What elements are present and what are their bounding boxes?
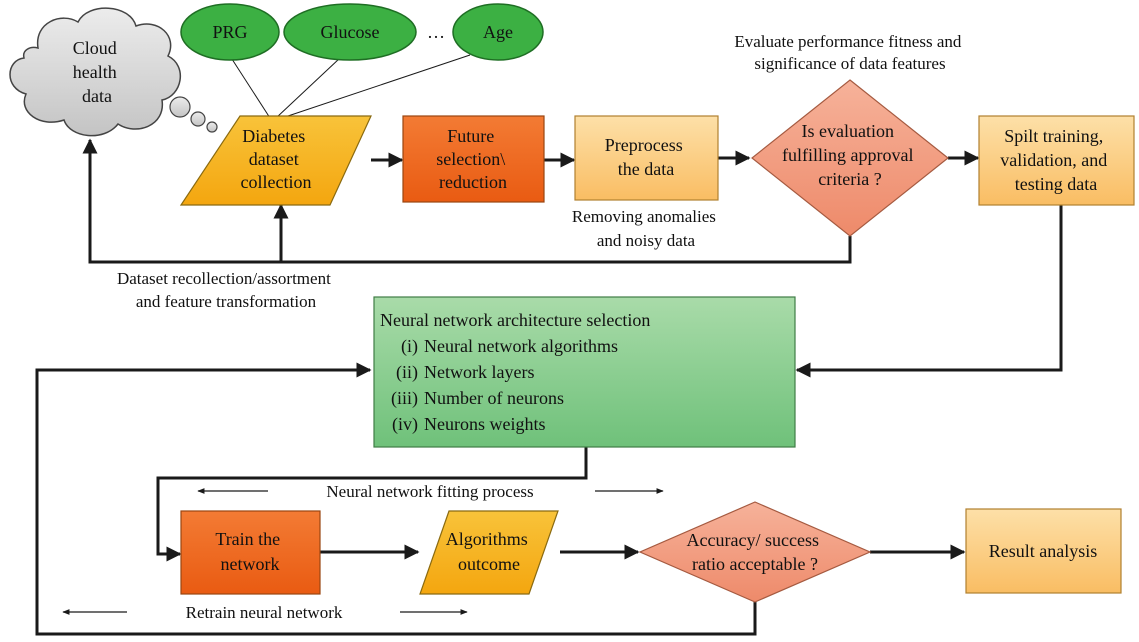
feature-age-label: Age bbox=[483, 22, 513, 42]
split-shape bbox=[978, 115, 1135, 206]
cloud-shape bbox=[9, 7, 182, 137]
nn-item-4-text: Neurons weights bbox=[424, 414, 545, 434]
node-train-network: Train the network bbox=[180, 510, 321, 595]
node-accuracy-decision: Accuracy/ success ratio acceptable ? bbox=[638, 501, 872, 603]
collection-label: Diabetes dataset collection bbox=[241, 126, 312, 192]
nn-item-3-text: Number of neurons bbox=[424, 388, 564, 408]
annotation-anomalies: Removing anomalies and noisy data bbox=[572, 207, 720, 250]
preprocess-shape bbox=[574, 115, 719, 201]
feature-link-glucose bbox=[275, 57, 341, 119]
outcome-shape bbox=[419, 510, 559, 595]
feature-age bbox=[452, 3, 544, 61]
cloud-bubble-small bbox=[206, 121, 218, 133]
cloud-health-data: Cloud health data bbox=[9, 7, 218, 137]
nn-item-2-num: (ii) bbox=[396, 362, 418, 383]
feature-link-prg bbox=[229, 55, 271, 119]
result-shape bbox=[965, 508, 1122, 594]
train-label: Train the network bbox=[215, 529, 284, 574]
node-algorithms-outcome: Algorithms outcome bbox=[419, 510, 559, 595]
arrow-split-to-nn bbox=[795, 205, 1063, 378]
evaluation-label: Is evaluation fulfilling approval criter… bbox=[782, 121, 918, 189]
node-preprocess: Preprocess the data bbox=[574, 115, 719, 201]
evaluation-shape bbox=[751, 79, 949, 237]
accuracy-shape bbox=[638, 501, 872, 603]
nn-item-2-text: Network layers bbox=[424, 362, 534, 382]
annotation-retrain: Retrain neural network bbox=[186, 603, 343, 622]
nn-item-1-text: Neural network algorithms bbox=[424, 336, 618, 356]
outcome-label: Algorithms outcome bbox=[446, 529, 533, 574]
annotation-recollection: Dataset recollection/assortment and feat… bbox=[117, 269, 335, 311]
nn-item-3-num: (iii) bbox=[391, 388, 418, 409]
nn-shape bbox=[373, 296, 796, 448]
nn-item-4-num: (iv) bbox=[392, 414, 418, 435]
cloud-bubble-medium bbox=[190, 111, 206, 127]
node-dataset-collection: Diabetes dataset collection bbox=[179, 115, 372, 206]
cloud-bubble-large bbox=[169, 96, 191, 118]
nn-title: Neural network architecture selection bbox=[380, 310, 650, 330]
annotation-evaluate: Evaluate performance fitness and signifi… bbox=[734, 32, 965, 73]
node-result-analysis: Result analysis bbox=[965, 508, 1122, 594]
selection-label: Future selection\ reduction bbox=[436, 126, 509, 192]
node-evaluation-decision: Is evaluation fulfilling approval criter… bbox=[751, 79, 949, 237]
accuracy-label: Accuracy/ success ratio acceptable ? bbox=[687, 530, 824, 574]
feature-prg bbox=[180, 3, 280, 61]
node-split-data: Spilt training, validation, and testing … bbox=[978, 115, 1135, 206]
result-label: Result analysis bbox=[989, 541, 1098, 561]
selection-shape bbox=[402, 115, 545, 203]
features-ellipsis: … bbox=[427, 22, 445, 42]
split-label: Spilt training, validation, and testing … bbox=[1000, 126, 1111, 194]
feature-link-age bbox=[281, 54, 471, 119]
train-shape bbox=[180, 510, 321, 595]
cloud-label: Cloud health data bbox=[73, 38, 122, 106]
retrain-loop-line bbox=[35, 362, 757, 636]
preprocess-label: Preprocess the data bbox=[605, 135, 687, 179]
node-feature-selection: Future selection\ reduction bbox=[402, 115, 545, 203]
nn-item-1-num: (i) bbox=[401, 336, 418, 357]
arrow-nn-to-train bbox=[156, 447, 588, 562]
feature-glucose bbox=[283, 3, 417, 61]
collection-shape bbox=[179, 115, 372, 206]
annotation-fitting: Neural network fitting process bbox=[326, 482, 533, 501]
feature-prg-label: PRG bbox=[212, 22, 247, 42]
feature-glucose-label: Glucose bbox=[321, 22, 380, 42]
feedback-loop-line bbox=[82, 138, 852, 264]
connectors bbox=[35, 54, 1063, 636]
feature-ellipses: PRG Glucose … Age bbox=[180, 3, 544, 61]
node-nn-architecture: Neural network architecture selection (i… bbox=[373, 296, 796, 448]
